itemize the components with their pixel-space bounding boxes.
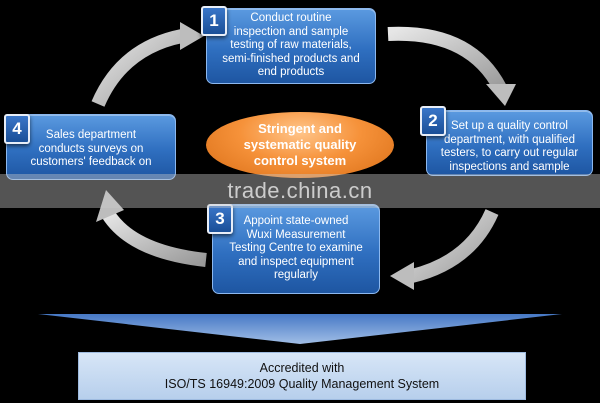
step-3-text: Appoint state-owned Wuxi Measurement Tes… xyxy=(229,215,363,282)
center-concept-oval: Stringent and systematic quality control… xyxy=(206,112,394,178)
step-4-badge: 4 xyxy=(4,114,30,144)
accreditation-box: Accredited with ISO/TS 16949:2009 Qualit… xyxy=(78,352,526,400)
funnel-arrow xyxy=(38,314,562,344)
arrow-step3-to-step4 xyxy=(96,190,207,267)
step-1-box: Conduct routine inspection and sample te… xyxy=(206,8,376,84)
arrow-step2-to-step3 xyxy=(390,209,499,290)
step-4-box: Sales department conducts surveys on cus… xyxy=(6,114,176,180)
watermark-text: trade.china.cn xyxy=(227,178,373,203)
watermark-band xyxy=(0,174,600,208)
center-concept-text: Stringent and systematic quality control… xyxy=(243,121,357,168)
step-4-text: Sales department conducts surveys on cus… xyxy=(30,129,152,168)
step-3-box: Appoint state-owned Wuxi Measurement Tes… xyxy=(212,204,380,294)
step-1-text: Conduct routine inspection and sample te… xyxy=(222,12,360,79)
step-1-badge: 1 xyxy=(201,6,227,36)
arrow-step1-to-step2 xyxy=(387,26,516,106)
accreditation-line-2: ISO/TS 16949:2009 Quality Management Sys… xyxy=(164,377,440,391)
arrow-step4-to-step1 xyxy=(91,22,204,107)
step-3-badge: 3 xyxy=(207,204,233,234)
step-2-text: Set up a quality control department, wit… xyxy=(440,120,579,173)
step-2-badge: 2 xyxy=(420,106,446,136)
step-2-box: Set up a quality control department, wit… xyxy=(426,110,593,176)
accreditation-line-1: Accredited with xyxy=(259,361,345,375)
